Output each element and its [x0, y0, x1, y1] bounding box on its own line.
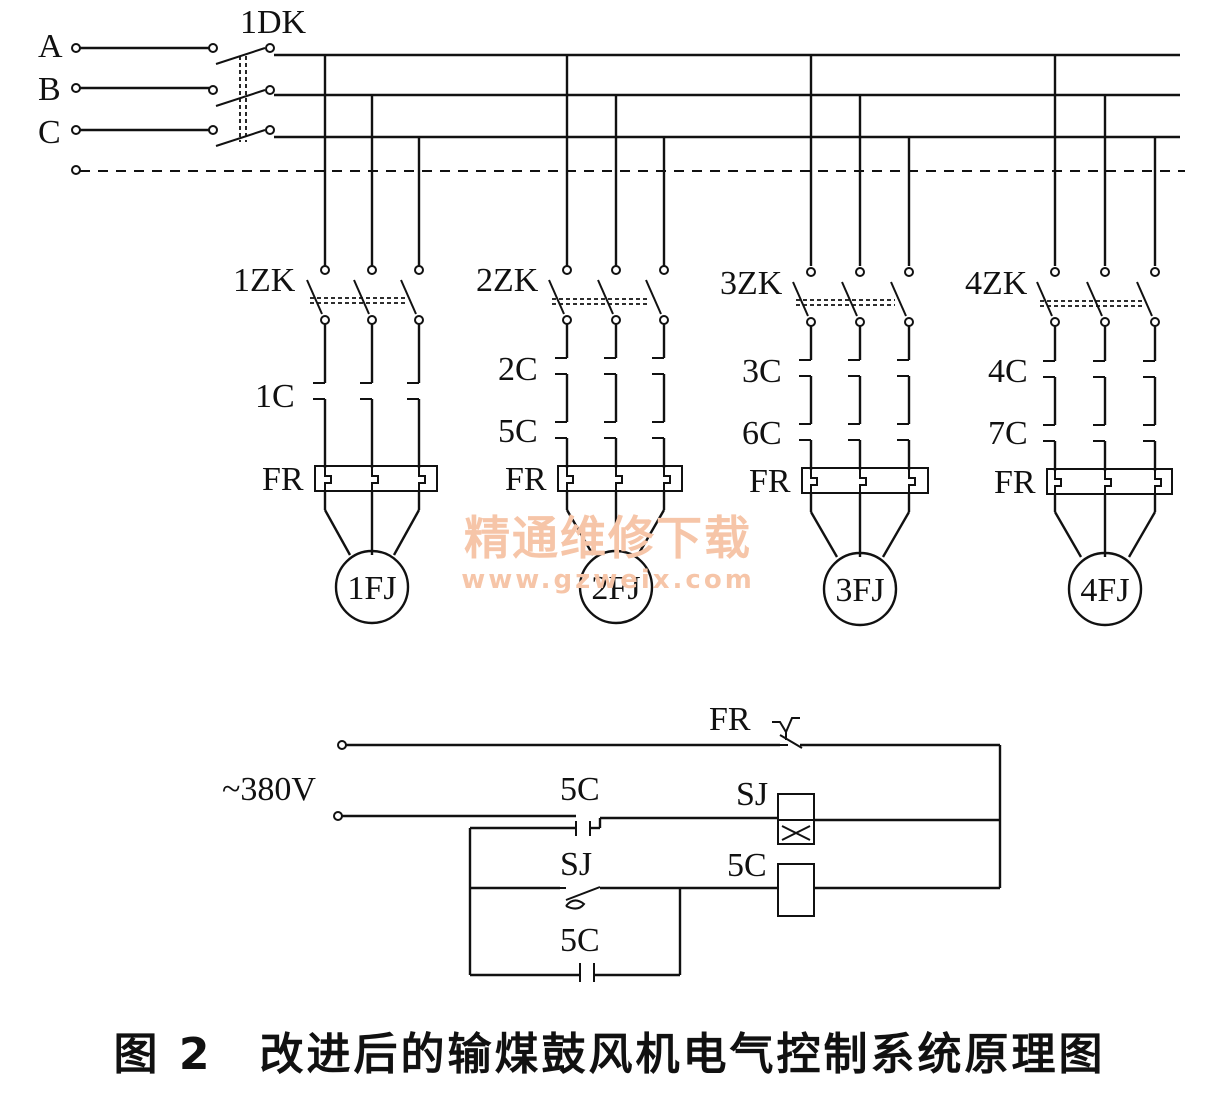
overload-relay-4 [1046, 468, 1173, 495]
sj-contact-label: SJ [560, 846, 592, 883]
contactor-5c-label: 5C [498, 413, 538, 450]
terminal-n [71, 165, 81, 175]
terminal-b [71, 83, 81, 93]
main-bus: A B C 1DK [38, 4, 1185, 175]
overload-relay-3 [801, 467, 929, 494]
sj-coil-symbol [777, 793, 815, 845]
motor-3-label: 3FJ [835, 572, 884, 609]
supply-voltage-label: ~380V [222, 771, 316, 808]
sj-contact-symbol [560, 886, 601, 910]
contactor-3c-label: 3C [742, 353, 782, 390]
branch-2: 2ZK 2C 5C FR 2FJ [476, 55, 683, 625]
control-circuit: ~380V FR 5C SJ [222, 701, 1002, 982]
contactor-4c-label: 4C [988, 353, 1028, 390]
breaker-3-label: 3ZK [720, 265, 783, 302]
contact-5c-top-symbol [470, 818, 602, 836]
branch-1: 1ZK 1C FR 1FJ [233, 55, 438, 625]
relay-2-label: FR [505, 461, 547, 498]
watermark-line2: www.gzweix.com [461, 565, 755, 595]
contactor-1c-label: 1C [255, 378, 295, 415]
coil-5c-label: 5C [727, 847, 767, 884]
watermark: 精通维修下载 www.gzweix.com [461, 511, 755, 595]
motor-2 [578, 549, 654, 625]
relay-4-label: FR [994, 464, 1036, 501]
breaker-2-label: 2ZK [476, 262, 539, 299]
phase-label-b: B [38, 71, 61, 108]
fr-contact-symbol [772, 717, 803, 749]
branch-4: 4ZK 4C 7C FR 4FJ [965, 55, 1173, 627]
overload-relay-2 [557, 465, 683, 492]
main-switch-symbol [208, 43, 275, 147]
phase-label-c: C [38, 114, 61, 151]
contactor-6c-label: 6C [742, 415, 782, 452]
contactor-2c-label: 2C [498, 351, 538, 388]
overload-relay-1 [314, 465, 438, 492]
fr-contact-label: FR [709, 701, 751, 738]
contact-5c-bottom-label: 5C [560, 922, 600, 959]
sj-coil-label: SJ [736, 776, 768, 813]
contactor-7c-label: 7C [988, 415, 1028, 452]
contact-5c-bottom-symbol [470, 963, 680, 982]
motor-4 [1067, 551, 1143, 627]
relay-3-label: FR [749, 463, 791, 500]
circuit-diagram: A B C 1DK [38, 4, 1185, 982]
motor-1-label: 1FJ [347, 570, 396, 607]
phase-label-a: A [38, 28, 63, 65]
breaker-4-label: 4ZK [965, 265, 1028, 302]
watermark-line1: 精通维修下载 [464, 511, 752, 565]
terminal-a [71, 43, 81, 53]
motor-2-label: 2FJ [591, 570, 640, 607]
branch-3: 3ZK 3C 6C FR 3FJ [720, 55, 929, 627]
contact-5c-top-label: 5C [560, 771, 600, 808]
figure-caption: 图 2 改进后的输煤鼓风机电气控制系统原理图 [113, 1029, 1106, 1080]
coil-5c-symbol [777, 863, 815, 917]
main-switch-label: 1DK [240, 4, 307, 41]
breaker-1-label: 1ZK [233, 262, 296, 299]
motor-3 [822, 551, 898, 627]
relay-1-label: FR [262, 461, 304, 498]
motor-4-label: 4FJ [1080, 572, 1129, 609]
terminal-c [71, 125, 81, 135]
motor-1 [334, 549, 410, 625]
